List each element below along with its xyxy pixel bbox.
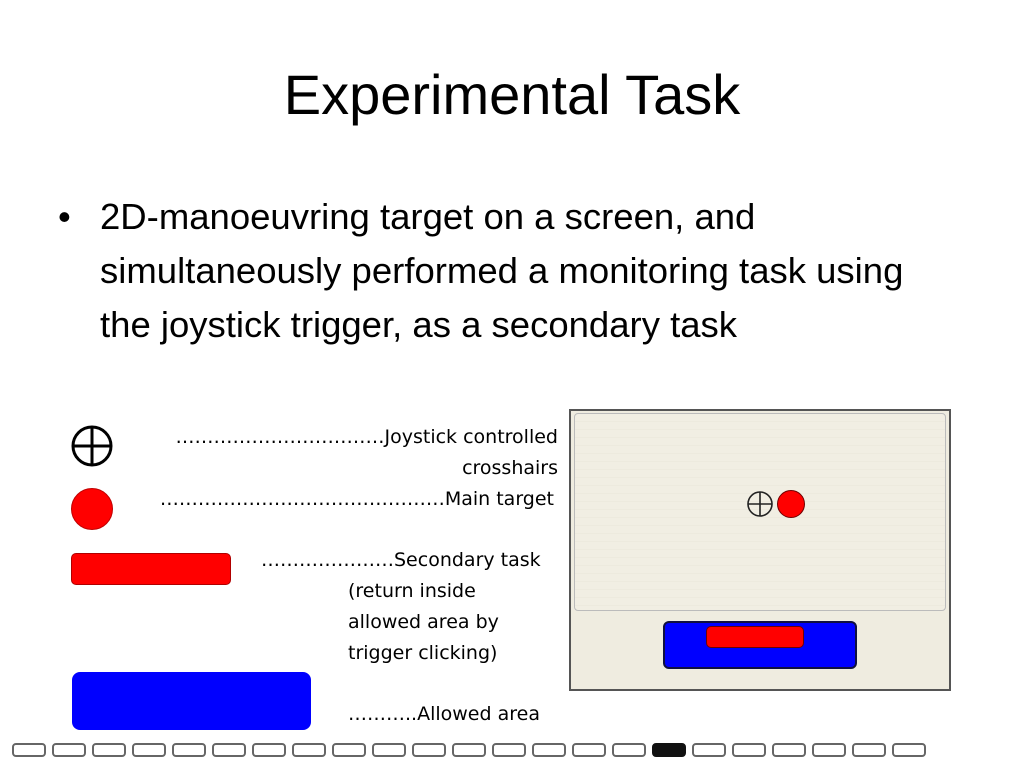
slide-nav-button-10[interactable] [372, 743, 406, 757]
allowed-area-label: ………..Allowed area [348, 703, 540, 725]
slide-nav-button-23[interactable] [892, 743, 926, 757]
slide-nav-button-8[interactable] [292, 743, 326, 757]
red-circle-icon [71, 488, 113, 530]
main-target-label: ………………………………………Main target [159, 488, 554, 510]
slide-navigation [12, 743, 926, 757]
crosshairs-label: ……………………………Joystick controlled crosshair… [150, 422, 558, 484]
secondary-task-bar [71, 553, 231, 585]
screen-secondary-task-bar [706, 626, 804, 648]
slide-nav-button-5[interactable] [172, 743, 206, 757]
secondary-task-line3: allowed area by [348, 611, 499, 633]
slide-nav-button-16[interactable] [612, 743, 646, 757]
slide-nav-button-4[interactable] [132, 743, 166, 757]
crosshairs-label-line2: crosshairs [462, 457, 558, 479]
slide-nav-button-12[interactable] [452, 743, 486, 757]
slide-nav-button-18[interactable] [692, 743, 726, 757]
bullet-text: 2D-manoeuvring target on a screen, and s… [100, 196, 904, 345]
slide-nav-button-15[interactable] [572, 743, 606, 757]
slide-nav-button-20[interactable] [772, 743, 806, 757]
allowed-area-bar [72, 672, 311, 730]
slide-nav-button-3[interactable] [92, 743, 126, 757]
screen-main-target [777, 490, 805, 518]
slide-nav-button-13[interactable] [492, 743, 526, 757]
slide-nav-button-19[interactable] [732, 743, 766, 757]
slide-nav-button-14[interactable] [532, 743, 566, 757]
slide-nav-button-11[interactable] [412, 743, 446, 757]
screen-crosshairs-icon [747, 491, 773, 517]
slide-nav-button-7[interactable] [252, 743, 286, 757]
secondary-task-label: …………………Secondary task (return inside all… [261, 545, 561, 669]
slide-nav-button-21[interactable] [812, 743, 846, 757]
task-screen-preview [569, 409, 951, 691]
bullet-item: • 2D-manoeuvring target on a screen, and… [58, 190, 938, 352]
slide-nav-button-6[interactable] [212, 743, 246, 757]
crosshairs-icon [71, 425, 113, 467]
crosshairs-label-line1: ……………………………Joystick controlled [175, 426, 558, 448]
slide-nav-button-17[interactable] [652, 743, 686, 757]
secondary-task-line4: trigger clicking) [348, 642, 498, 664]
slide-title: Experimental Task [283, 63, 741, 126]
slide-nav-button-9[interactable] [332, 743, 366, 757]
slide-nav-button-1[interactable] [12, 743, 46, 757]
secondary-task-line1: …………………Secondary task [261, 549, 541, 571]
slide-nav-button-2[interactable] [52, 743, 86, 757]
secondary-task-line2: (return inside [348, 580, 476, 602]
slide-nav-button-22[interactable] [852, 743, 886, 757]
bullet-marker: • [58, 196, 71, 237]
